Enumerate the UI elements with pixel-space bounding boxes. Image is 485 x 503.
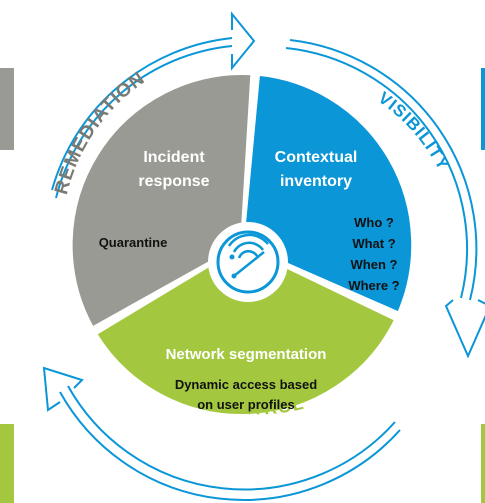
visibility-title-line1: Contextual (275, 149, 358, 166)
radar-icon (208, 222, 288, 302)
edge-bar-green-right (481, 424, 485, 503)
visibility-title-line2: inventory (280, 173, 352, 190)
control-title: Network segmentation (166, 346, 327, 363)
edge-bar-green-left (0, 424, 14, 503)
edge-bar-gray (0, 68, 14, 150)
visibility-item: What ? (352, 236, 395, 251)
segment-remediation (68, 71, 255, 332)
arrow-left (59, 391, 401, 501)
cycle-arrows (42, 11, 485, 501)
segment-control (92, 242, 400, 419)
remediation-title-line2: response (138, 173, 209, 190)
visibility-item: When ? (351, 257, 398, 272)
visibility-item: Where ? (348, 278, 399, 293)
control-body-line1: Dynamic access based (175, 377, 317, 392)
visibility-item: Who ? (354, 215, 394, 230)
arrow-right (289, 39, 478, 301)
edge-bar-blue (481, 68, 485, 150)
control-body-line2: on user profiles (197, 397, 295, 412)
arrow-top (51, 37, 233, 191)
remediation-title-line1: Incident (143, 149, 205, 166)
remediation-body: Quarantine (99, 235, 168, 250)
